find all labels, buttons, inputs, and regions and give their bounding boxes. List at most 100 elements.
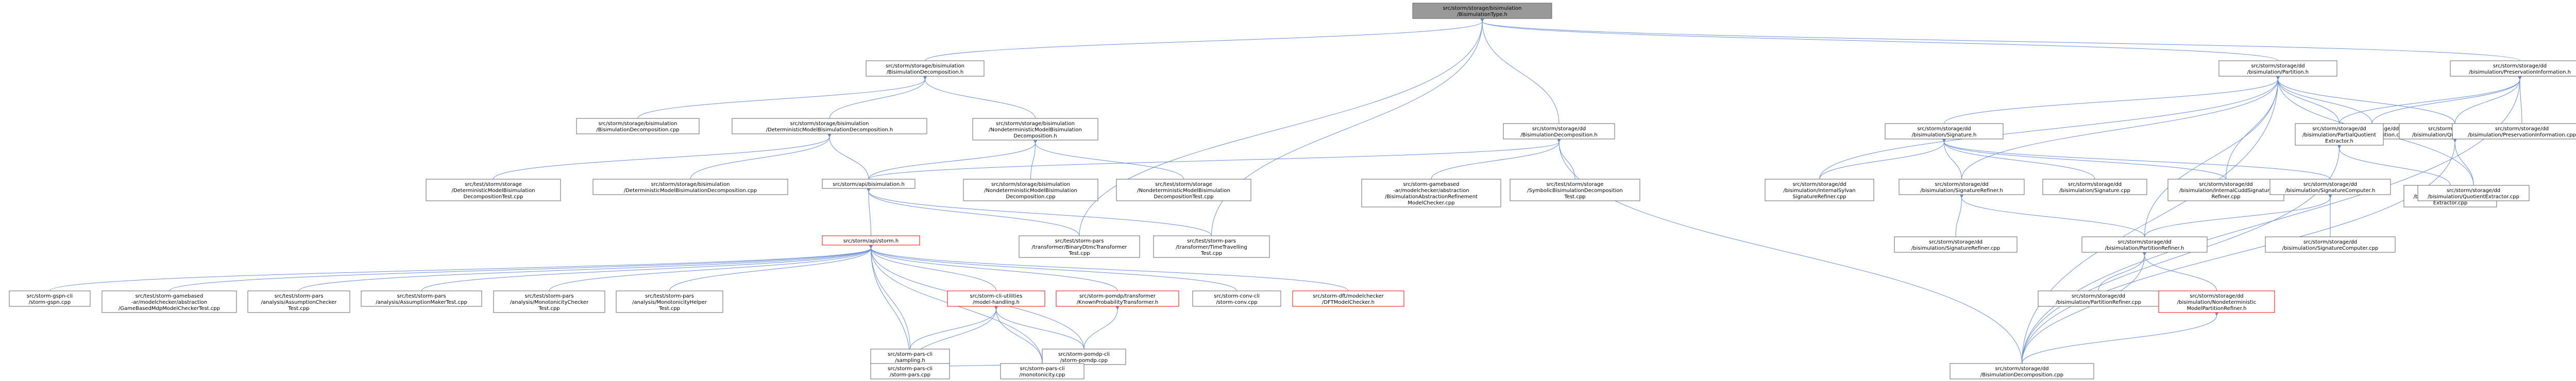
file-node-box[interactable]: [2295, 123, 2384, 146]
file-node[interactable]: src/storm/storage/dd/bisimulation/Signat…: [2265, 236, 2396, 253]
file-node-box[interactable]: [972, 118, 1098, 141]
file-node-label: /bisimulation/PreservationInformation.h: [2469, 70, 2571, 75]
file-node-box[interactable]: [732, 118, 927, 134]
file-node[interactable]: src/storm/storage/dd/bisimulation/Nondet…: [2158, 290, 2275, 313]
file-node-box[interactable]: [576, 118, 700, 134]
file-node[interactable]: src/storm/storage/dd/bisimulation/Partit…: [2081, 236, 2208, 253]
file-node[interactable]: src/storm/storage/bisimulation/Bisimulat…: [866, 60, 985, 77]
file-node-box[interactable]: [1885, 123, 2004, 140]
dependency-edge: [866, 187, 1212, 236]
file-node-box[interactable]: [1894, 236, 2018, 253]
file-node-box[interactable]: [9, 290, 91, 307]
file-node[interactable]: src/test/storm/storage/NondeterministicM…: [1116, 179, 1251, 201]
file-node-box[interactable]: [101, 290, 237, 313]
file-node-box[interactable]: [1510, 179, 1640, 201]
file-node[interactable]: src/test/storm-pars/analysis/AssumptionM…: [361, 290, 482, 307]
file-node-box[interactable]: [2417, 185, 2530, 201]
file-node-box[interactable]: [866, 60, 985, 77]
file-node-box[interactable]: [870, 363, 950, 379]
file-node-box[interactable]: [1503, 123, 1615, 140]
file-node-box[interactable]: [1950, 363, 2094, 379]
dependency-edge: [1955, 194, 1964, 237]
file-node[interactable]: src/storm-cli-utilities/model-handling.h: [947, 290, 1045, 307]
file-node[interactable]: src/storm/storage/bisimulation/Determini…: [592, 179, 788, 195]
file-node[interactable]: src/storm/storage/bisimulation/Bisimulat…: [576, 118, 700, 134]
file-node[interactable]: src/storm/storage/dd/bisimulation/Signat…: [2269, 179, 2391, 195]
file-node-box[interactable]: [822, 235, 920, 246]
file-node[interactable]: src/storm/storage/dd/bisimulation/Preser…: [2450, 60, 2576, 77]
file-node[interactable]: src/storm-gspn-cli/storm-gspn.cpp: [9, 290, 91, 307]
file-node[interactable]: src/test/storm-pars/transformer/BinaryDt…: [1019, 235, 1140, 258]
file-node[interactable]: src/storm/storage/dd/bisimulation/Signat…: [1894, 236, 2018, 253]
file-node[interactable]: src/storm/storage/dd/bisimulation/Signat…: [1899, 179, 2025, 195]
file-node-box[interactable]: [592, 179, 788, 195]
file-node-box[interactable]: [2265, 236, 2396, 253]
dependency-edge: [827, 133, 869, 180]
file-node[interactable]: src/test/storm-pars/analysis/AssumptionC…: [247, 290, 350, 313]
file-node-box[interactable]: [2081, 236, 2208, 253]
file-node-box[interactable]: [247, 290, 350, 313]
file-node[interactable]: src/test/storm-pars/analysis/Monotonicit…: [616, 290, 723, 313]
file-node[interactable]: src/storm/storage/dd/bisimulation/Partit…: [2038, 290, 2159, 307]
file-node[interactable]: src/test/storm-pars/analysis/Monotonicit…: [493, 290, 605, 313]
file-node-box[interactable]: [1153, 235, 1270, 258]
dependency-edge: [669, 244, 873, 291]
file-node[interactable]: src/storm-pars-cli/sampling.h: [870, 349, 950, 365]
file-node-box[interactable]: [1000, 363, 1084, 379]
file-node[interactable]: src/storm/storage/dd/bisimulation/Quotie…: [2417, 185, 2530, 201]
file-node-box[interactable]: [2452, 123, 2576, 140]
file-node[interactable]: src/storm-conv-cli/storm-conv.cpp: [1192, 290, 1281, 307]
file-node[interactable]: src/storm/storage/dd/bisimulation/Intern…: [2167, 179, 2284, 201]
file-node-box[interactable]: [2218, 60, 2337, 77]
file-node[interactable]: src/test/storm-pars/transformer/TimeTrav…: [1153, 235, 1270, 258]
file-node[interactable]: src/storm/storage/dd/bisimulation/Partit…: [2218, 60, 2337, 77]
file-node[interactable]: src/storm-gamebased-ar/modelchecker/abst…: [1361, 179, 1501, 207]
file-node-box[interactable]: [963, 179, 1098, 201]
file-node-label: src/storm-pars-cli: [888, 352, 933, 357]
file-node-box[interactable]: [1292, 290, 1404, 307]
file-node-box[interactable]: [1765, 179, 1874, 201]
file-node-box[interactable]: [1019, 235, 1140, 258]
file-node-box[interactable]: [361, 290, 482, 307]
file-node[interactable]: src/storm/storage/dd/bisimulation/Intern…: [1765, 179, 1874, 201]
file-node-box[interactable]: [2450, 60, 2576, 77]
file-node[interactable]: src/storm/storage/bisimulation/Determini…: [732, 118, 927, 134]
file-node[interactable]: src/storm/storage/dd/bisimulation/Signat…: [2042, 179, 2147, 195]
file-node-box[interactable]: [947, 290, 1045, 307]
file-node[interactable]: src/storm-dft/modelchecker/DFTModelCheck…: [1292, 290, 1404, 307]
file-node[interactable]: src/storm-pars-cli/monotonicity.cpp: [1000, 363, 1084, 379]
file-node[interactable]: src/test/storm/storage/DeterministicMode…: [426, 179, 561, 201]
file-node-box[interactable]: [2158, 290, 2275, 313]
file-node[interactable]: src/storm-pomdp-cli/storm-pomdp.cpp: [1042, 349, 1126, 365]
file-node-box[interactable]: [1412, 3, 1552, 19]
file-node-box[interactable]: [2269, 179, 2391, 195]
file-node[interactable]: src/storm/storage/bisimulation/Nondeterm…: [963, 179, 1098, 201]
file-node-box[interactable]: [1899, 179, 2025, 195]
dependency-edge: [1942, 138, 2331, 180]
file-node-box[interactable]: [1042, 349, 1126, 365]
file-node[interactable]: src/storm/storage/dd/BisimulationDecompo…: [1950, 363, 2094, 379]
file-node-box[interactable]: [822, 179, 916, 189]
file-node[interactable]: src/storm/storage/dd/bisimulation/Signat…: [1885, 123, 2004, 140]
file-node-box[interactable]: [1056, 290, 1179, 307]
file-node[interactable]: src/storm/storage/bisimulation/Nondeterm…: [972, 118, 1098, 141]
file-node-box[interactable]: [493, 290, 605, 313]
file-node[interactable]: src/storm/storage/bisimulation/Bisimulat…: [1412, 3, 1552, 19]
file-node-box[interactable]: [2042, 179, 2147, 195]
file-node[interactable]: src/storm/storage/dd/bisimulation/Partia…: [2295, 123, 2384, 146]
file-node[interactable]: src/storm/storage/dd/BisimulationDecompo…: [1503, 123, 1615, 140]
file-node-box[interactable]: [1116, 179, 1251, 201]
file-node-box[interactable]: [616, 290, 723, 313]
file-node[interactable]: src/test/storm-gamebased-ar/modelchecker…: [101, 290, 237, 313]
file-node-box[interactable]: [426, 179, 561, 201]
file-node[interactable]: src/storm/api/storm.h: [822, 235, 920, 246]
file-node[interactable]: src/storm/storage/dd/bisimulation/Preser…: [2452, 123, 2576, 140]
file-node-box[interactable]: [1192, 290, 1281, 307]
file-node[interactable]: src/test/storm/storage/SymbolicBisimulat…: [1510, 179, 1640, 201]
file-node[interactable]: src/storm-pars-cli/storm-pars.cpp: [870, 363, 950, 379]
file-node[interactable]: src/storm/api/bisimulation.h: [822, 179, 916, 189]
file-node-box[interactable]: [2167, 179, 2284, 201]
file-node[interactable]: src/storm-pomdp/transformer/KnownProbabi…: [1056, 290, 1179, 307]
file-node-label: Test.cpp: [1200, 251, 1222, 256]
file-node-box[interactable]: [1361, 179, 1501, 207]
